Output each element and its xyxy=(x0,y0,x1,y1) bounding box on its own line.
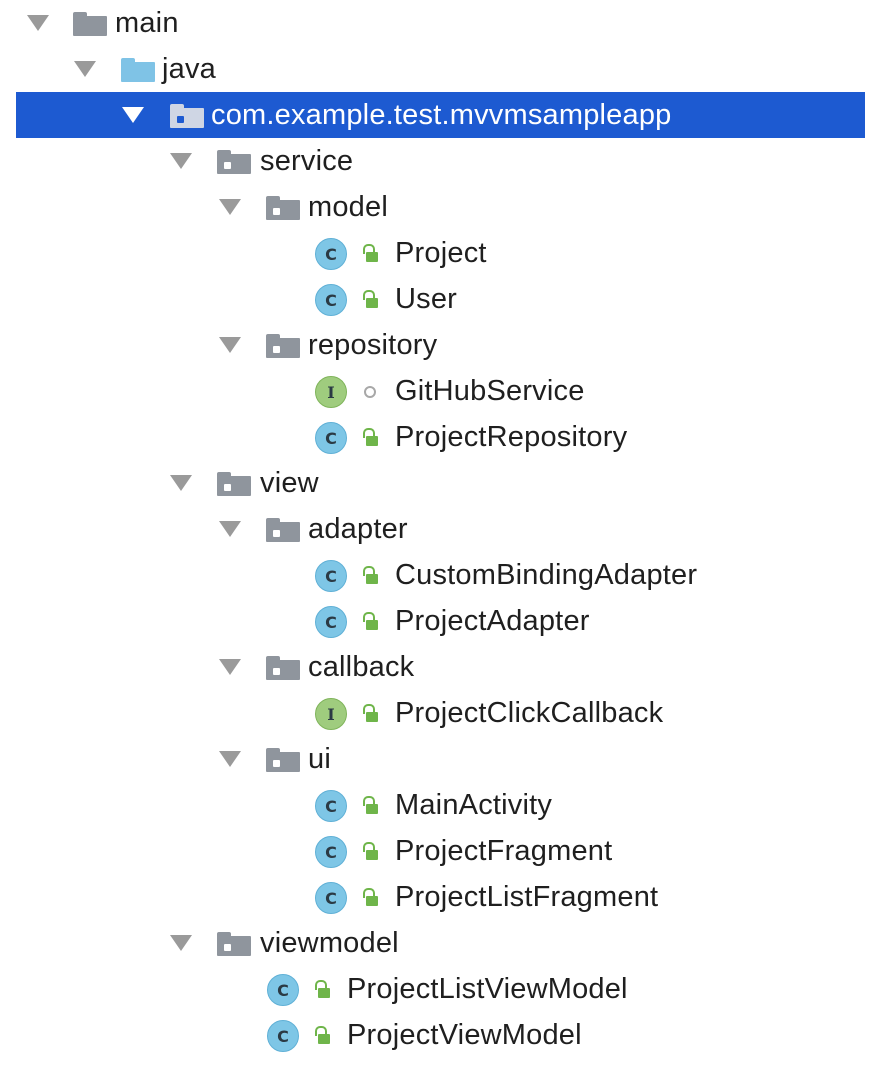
public-lock-icon xyxy=(362,704,378,722)
tree-node-label: repository xyxy=(308,329,438,361)
expand-arrow-icon[interactable] xyxy=(219,199,241,215)
tree-node-project-fragment[interactable]: C ProjectFragment xyxy=(0,828,873,874)
class-icon: C xyxy=(315,284,347,316)
package-icon xyxy=(266,334,300,358)
tree-node-project-adapter[interactable]: C ProjectAdapter xyxy=(0,598,873,644)
source-folder-icon xyxy=(121,58,155,82)
tree-node-label: MainActivity xyxy=(395,789,553,821)
tree-node-project-repository[interactable]: C ProjectRepository xyxy=(0,414,873,460)
public-lock-icon xyxy=(362,566,378,584)
expand-arrow-icon[interactable] xyxy=(219,337,241,353)
package-icon xyxy=(266,656,300,680)
package-icon xyxy=(170,104,204,128)
tree-node-repository[interactable]: repository xyxy=(0,322,873,368)
tree-node-ui[interactable]: ui xyxy=(0,736,873,782)
tree-node-label: main xyxy=(115,7,179,39)
package-icon xyxy=(217,472,251,496)
expand-arrow-icon[interactable] xyxy=(219,521,241,537)
expand-arrow-icon[interactable] xyxy=(219,751,241,767)
tree-node-service[interactable]: service xyxy=(0,138,873,184)
tree-node-callback[interactable]: callback xyxy=(0,644,873,690)
tree-node-label: ProjectListFragment xyxy=(395,881,659,913)
interface-icon: I xyxy=(315,698,347,730)
class-icon: C xyxy=(267,974,299,1006)
package-private-icon xyxy=(364,386,376,398)
class-icon: C xyxy=(315,790,347,822)
public-lock-icon xyxy=(362,796,378,814)
public-lock-icon xyxy=(314,980,330,998)
expand-arrow-icon[interactable] xyxy=(219,659,241,675)
package-icon xyxy=(266,196,300,220)
tree-node-label: adapter xyxy=(308,513,408,545)
class-icon: C xyxy=(315,606,347,638)
tree-node-project-click-callback[interactable]: I ProjectClickCallback xyxy=(0,690,873,736)
package-icon xyxy=(217,932,251,956)
public-lock-icon xyxy=(362,244,378,262)
class-icon: C xyxy=(267,1020,299,1052)
tree-node-label: CustomBindingAdapter xyxy=(395,559,698,591)
public-lock-icon xyxy=(362,842,378,860)
tree-node-label: view xyxy=(260,467,319,499)
class-icon: C xyxy=(315,882,347,914)
tree-node-github-service[interactable]: I GitHubService xyxy=(0,368,873,414)
class-icon: C xyxy=(315,836,347,868)
tree-node-label: Project xyxy=(395,237,487,269)
tree-node-label: service xyxy=(260,145,354,177)
package-icon xyxy=(266,518,300,542)
tree-node-label: ProjectFragment xyxy=(395,835,613,867)
public-lock-icon xyxy=(314,1026,330,1044)
expand-arrow-icon[interactable] xyxy=(74,61,96,77)
tree-node-user[interactable]: C User xyxy=(0,276,873,322)
tree-node-label: ProjectListViewModel xyxy=(347,973,628,1005)
class-icon: C xyxy=(315,560,347,592)
tree-node-label: model xyxy=(308,191,388,223)
tree-node-custom-binding-adapter[interactable]: C CustomBindingAdapter xyxy=(0,552,873,598)
class-icon: C xyxy=(315,238,347,270)
tree-node-project-list-view-model[interactable]: C ProjectListViewModel xyxy=(0,966,873,1012)
package-icon xyxy=(266,748,300,772)
tree-node-package-root[interactable]: com.example.test.mvvmsampleapp xyxy=(0,92,873,138)
expand-arrow-icon[interactable] xyxy=(170,935,192,951)
interface-icon: I xyxy=(315,376,347,408)
tree-node-label: User xyxy=(395,283,458,315)
tree-node-main[interactable]: main xyxy=(0,0,873,46)
tree-node-main-activity[interactable]: C MainActivity xyxy=(0,782,873,828)
tree-node-label: ui xyxy=(308,743,331,775)
tree-node-label: ProjectRepository xyxy=(395,421,628,453)
expand-arrow-icon[interactable] xyxy=(170,153,192,169)
expand-arrow-icon[interactable] xyxy=(27,15,49,31)
expand-arrow-icon[interactable] xyxy=(170,475,192,491)
tree-node-model[interactable]: model xyxy=(0,184,873,230)
tree-node-label: com.example.test.mvvmsampleapp xyxy=(211,99,672,131)
tree-node-viewmodel[interactable]: viewmodel xyxy=(0,920,873,966)
folder-icon xyxy=(73,12,107,36)
tree-node-label: ProjectAdapter xyxy=(395,605,590,637)
tree-node-label: ProjectViewModel xyxy=(347,1019,582,1051)
tree-node-project-list-fragment[interactable]: C ProjectListFragment xyxy=(0,874,873,920)
tree-node-label: viewmodel xyxy=(260,927,399,959)
tree-node-adapter[interactable]: adapter xyxy=(0,506,873,552)
tree-node-label: callback xyxy=(308,651,415,683)
tree-node-label: java xyxy=(162,53,216,85)
public-lock-icon xyxy=(362,888,378,906)
tree-node-view[interactable]: view xyxy=(0,460,873,506)
selection-highlight xyxy=(16,92,865,138)
tree-node-project-view-model[interactable]: C ProjectViewModel xyxy=(0,1012,873,1058)
public-lock-icon xyxy=(362,290,378,308)
class-icon: C xyxy=(315,422,347,454)
tree-node-label: ProjectClickCallback xyxy=(395,697,664,729)
public-lock-icon xyxy=(362,428,378,446)
tree-node-project[interactable]: C Project xyxy=(0,230,873,276)
tree-node-java[interactable]: java xyxy=(0,46,873,92)
tree-node-label: GitHubService xyxy=(395,375,585,407)
public-lock-icon xyxy=(362,612,378,630)
expand-arrow-icon[interactable] xyxy=(122,107,144,123)
package-icon xyxy=(217,150,251,174)
